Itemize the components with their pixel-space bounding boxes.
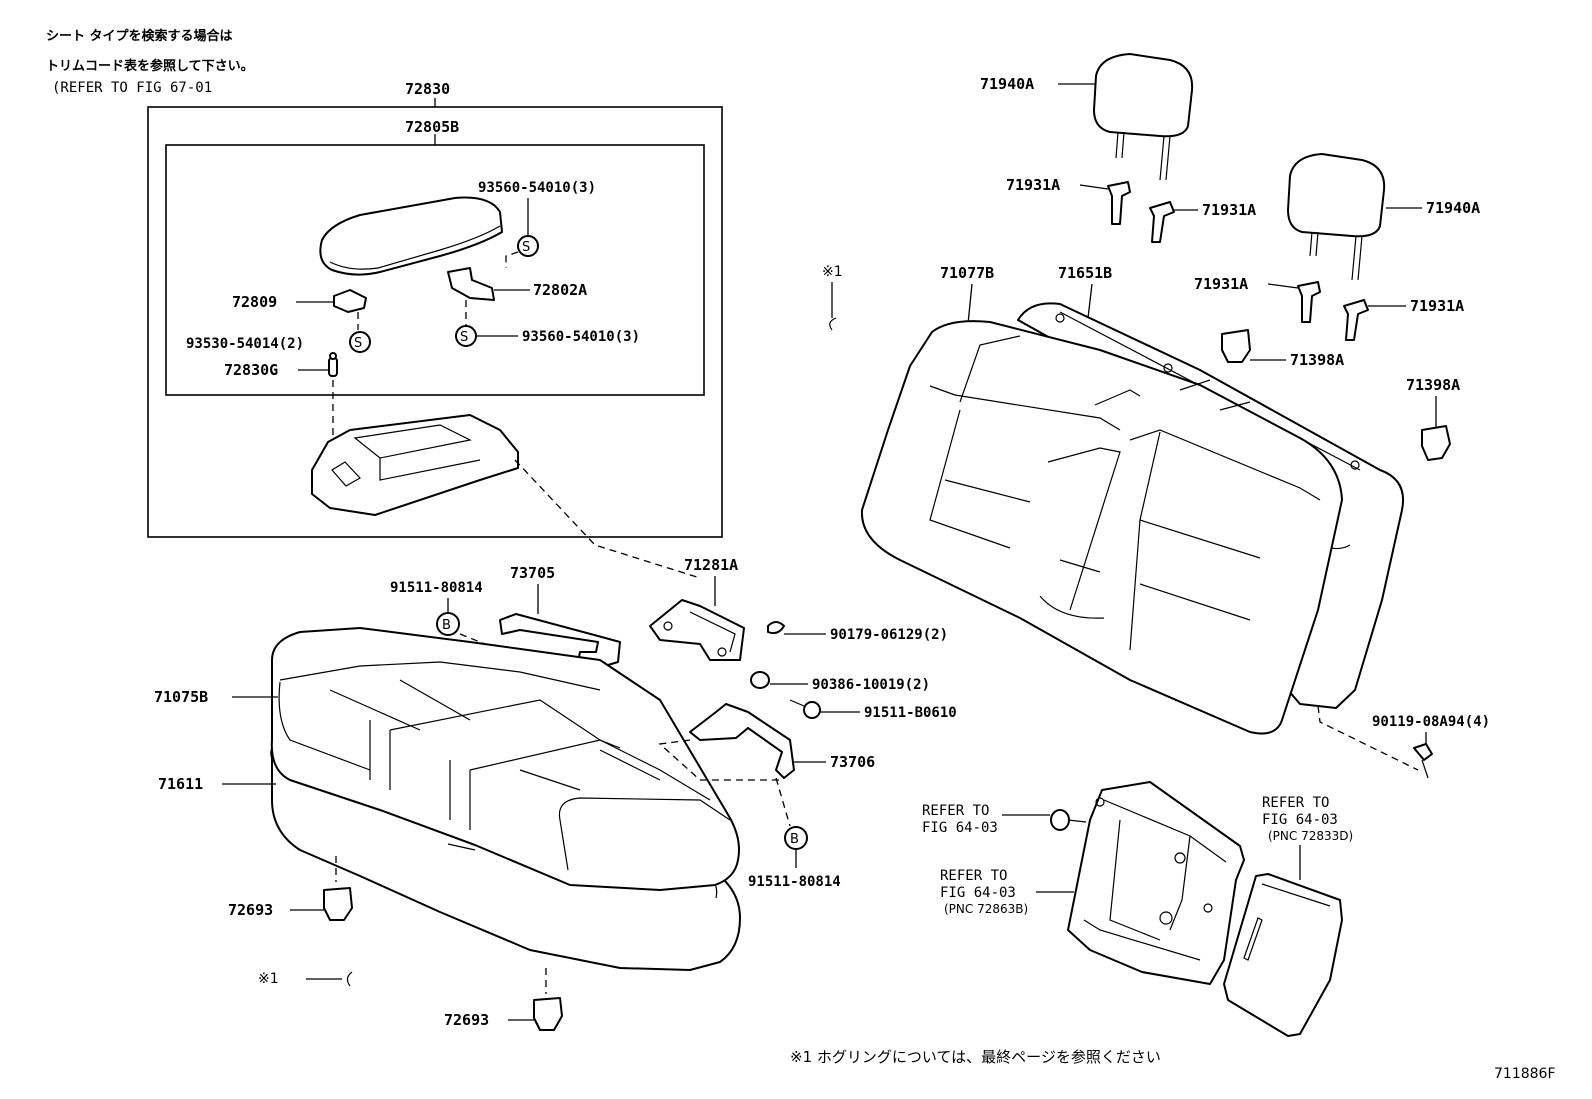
note-seat-type-jp: シート タイプを検索する場合は <box>46 28 233 44</box>
refer-note-3-line1: REFER TO <box>1262 795 1329 811</box>
label-72805B: 72805B <box>405 118 459 136</box>
armrest-pin <box>328 352 338 377</box>
label-71931A-4: 71931A <box>1410 297 1464 315</box>
headrest-right <box>1287 153 1386 281</box>
label-72809: 72809 <box>232 293 277 311</box>
label-90119-08A94: 90119-08A94(4) <box>1372 714 1490 730</box>
label-71281A: 71281A <box>684 556 738 574</box>
label-71940A-left: 71940A <box>980 75 1034 93</box>
screw-s-symbol-3: S <box>460 330 468 345</box>
bolt-91511-b0610 <box>789 699 821 719</box>
label-71398A-1: 71398A <box>1290 351 1344 369</box>
headrest-left <box>1093 53 1194 181</box>
grommet-90386 <box>750 671 770 689</box>
bolt-b-icon <box>436 612 460 636</box>
refer-note-3-line2: FIG 64-03 <box>1262 812 1338 828</box>
label-73705: 73705 <box>510 564 555 582</box>
label-90179-06129: 90179-06129(2) <box>830 627 948 643</box>
refer-note-2-line1: REFER TO <box>940 868 1007 884</box>
hog-ring-mark-2: ※1 <box>822 264 843 280</box>
fastener-grommet <box>1050 809 1087 831</box>
note-refer-fig: (REFER TO FIG 67-01 <box>52 80 212 96</box>
label-71075B: 71075B <box>154 688 208 706</box>
label-73706: 73706 <box>830 753 875 771</box>
label-91511-80814-top: 91511-80814 <box>390 580 483 596</box>
label-71651B: 71651B <box>1058 264 1112 282</box>
label-93530-54014: 93530-54014(2) <box>186 336 304 352</box>
footnote-hog-ring: ※1 ホグリングについては、最終ページを参照ください <box>790 1048 1161 1066</box>
refer-note-1-line1: REFER TO <box>922 803 989 819</box>
seat-bracket-73706 <box>689 703 795 779</box>
armrest-door-panel <box>1223 873 1343 1037</box>
refer-note-3-line3: (PNC 72833D) <box>1268 829 1353 843</box>
seat-cushion <box>270 627 740 891</box>
refer-note-2-line3: (PNC 72863B) <box>944 902 1028 916</box>
armrest-lid-subassembly-frame <box>165 144 705 396</box>
label-71931A-1: 71931A <box>1006 176 1060 194</box>
headrest-support-2 <box>1149 201 1175 243</box>
armrest-hinge-bracket <box>447 267 495 301</box>
bolt-b-symbol-1: B <box>442 618 451 633</box>
armrest-base <box>311 414 519 516</box>
clip-71398A-2 <box>1421 425 1451 461</box>
label-71611: 71611 <box>158 775 203 793</box>
seat-hinge-bracket <box>649 599 745 661</box>
label-93560-54010-bottom: 93560-54010(3) <box>522 329 640 345</box>
headrest-support-1 <box>1107 181 1131 225</box>
clip-71398A-1 <box>1221 329 1251 363</box>
clip-72693-lower <box>533 997 563 1031</box>
bolt-b-symbol-2: B <box>790 832 799 847</box>
headrest-support-4 <box>1343 299 1369 341</box>
label-72693-lower: 72693 <box>444 1011 489 1029</box>
screw-s-icon <box>349 331 371 353</box>
label-72802A: 72802A <box>533 281 587 299</box>
hog-ring-mark-1: ※1 <box>258 971 279 987</box>
label-91511-80814-bottom: 91511-80814 <box>748 874 841 890</box>
label-71931A-2: 71931A <box>1202 201 1256 219</box>
clip-72693-upper <box>323 887 353 921</box>
label-72693-upper: 72693 <box>228 901 273 919</box>
note-trim-code-jp: トリムコード表を参照して下さい。 <box>46 58 254 74</box>
label-72830: 72830 <box>405 80 450 98</box>
refer-note-1-line2: FIG 64-03 <box>922 820 998 836</box>
bolt-90119 <box>1413 743 1433 779</box>
bolt-b-icon <box>784 826 808 850</box>
refer-note-2-line2: FIG 64-03 <box>940 885 1016 901</box>
label-72830G: 72830G <box>224 361 278 379</box>
screw-s-icon <box>517 235 539 257</box>
headrest-support-3 <box>1297 281 1321 323</box>
armrest-cup-holder-box <box>1067 781 1245 985</box>
label-71940A-right: 71940A <box>1426 199 1480 217</box>
label-71931A-3: 71931A <box>1194 275 1248 293</box>
figure-code: 711886F <box>1494 1066 1556 1082</box>
label-90386-10019: 90386-10019(2) <box>812 677 930 693</box>
armrest-lid-pad <box>319 196 503 276</box>
armrest-clip <box>333 289 367 313</box>
seatback-cover <box>860 313 1360 735</box>
label-93560-54010-top: 93560-54010(3) <box>478 180 596 196</box>
label-91511-B0610: 91511-B0610 <box>864 705 957 721</box>
label-71077B: 71077B <box>940 264 994 282</box>
clip-90179 <box>767 621 785 635</box>
screw-s-symbol-1: S <box>522 240 530 255</box>
label-71398A-2: 71398A <box>1406 376 1460 394</box>
screw-s-symbol-2: S <box>354 336 362 351</box>
